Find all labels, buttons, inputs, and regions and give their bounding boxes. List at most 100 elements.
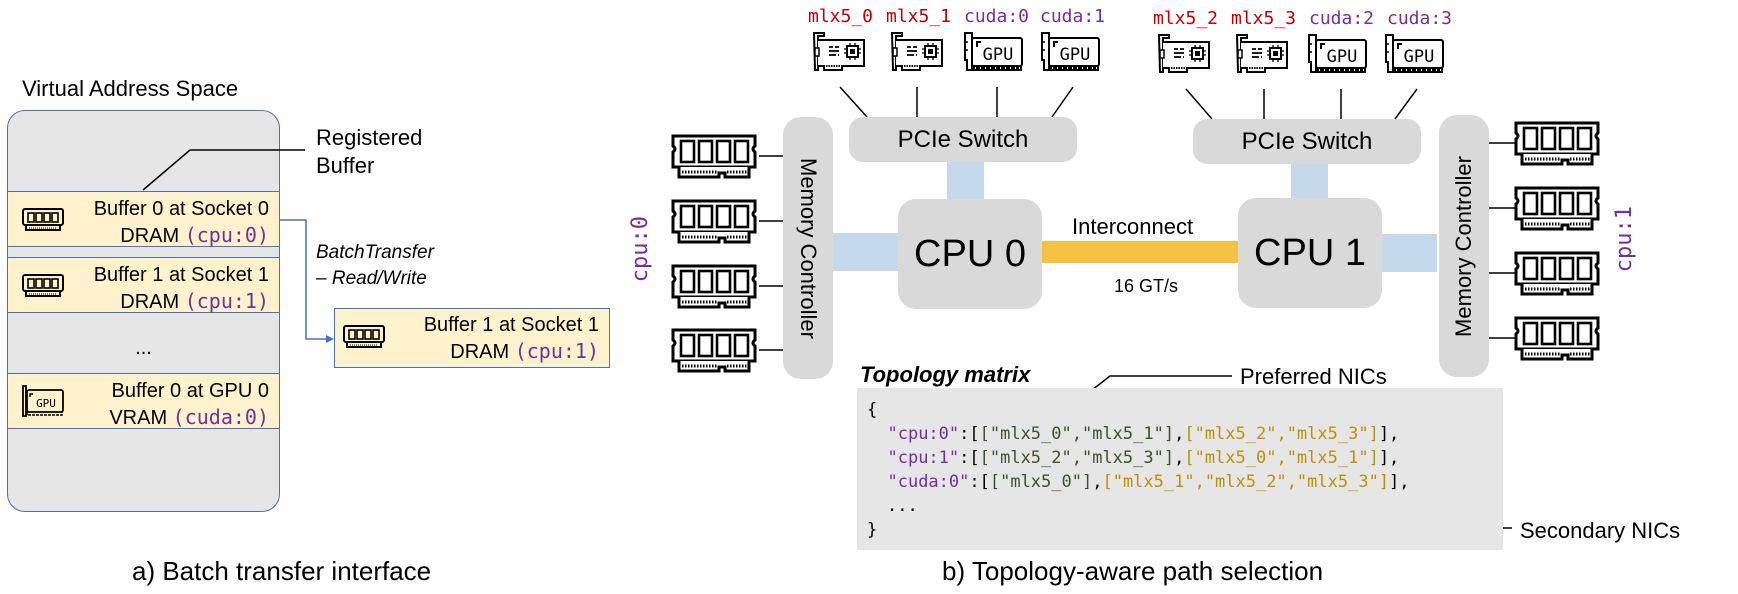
buffer-memory-type: VRAM — [109, 407, 173, 429]
arrow-head — [326, 335, 334, 343]
gpu-card-icon[interactable]: GPU — [1040, 30, 1102, 81]
nic-card-icon[interactable] — [890, 30, 946, 81]
buffer-row[interactable]: Buffer 1 at Socket 1 DRAM (cpu:1) — [8, 257, 279, 313]
code-ellipsis: ... — [887, 496, 918, 516]
topology-key: "cpu:1" — [887, 448, 960, 468]
device-link — [1185, 88, 1213, 120]
ram-stick-icon[interactable] — [667, 198, 761, 253]
interconnect-bar — [1042, 241, 1239, 263]
nic-label: mlx5_1 — [886, 6, 952, 27]
svg-text:GPU: GPU — [983, 45, 1014, 65]
virtual-address-space-title: Virtual Address Space — [22, 76, 239, 101]
preferred-nics-label: Preferred NICs — [1240, 364, 1387, 389]
interconnect-speed: 16 GT/s — [1114, 276, 1179, 296]
mc0-cpu0-link — [833, 233, 899, 271]
ram-icon — [20, 206, 66, 239]
interconnect-label: Interconnect — [1072, 214, 1194, 239]
gpu-label: cuda:2 — [1309, 8, 1375, 29]
device-tag: (cpu:1) — [184, 289, 269, 313]
gpu-label: cuda:1 — [1040, 6, 1106, 27]
device-link — [839, 86, 868, 118]
ram-stick-icon[interactable] — [667, 263, 761, 318]
virtual-address-space: Buffer 0 at Socket 0 DRAM (cpu:0) Buffer… — [7, 110, 280, 512]
nic-label: mlx5_3 — [1231, 8, 1297, 29]
preferred-nics: ["mlx5_0"] — [989, 472, 1093, 492]
secondary-nics-label: Secondary NICs — [1520, 518, 1681, 543]
caption-b: b) Topology-aware path selection — [942, 556, 1324, 586]
gpu-card-icon[interactable]: GPU — [963, 30, 1025, 81]
target-buffer[interactable]: Buffer 1 at Socket 1 DRAM (cpu:1) — [334, 308, 610, 368]
buffer-memory-type: DRAM — [120, 225, 185, 247]
ram-stick-icon[interactable] — [1510, 250, 1604, 305]
memory-controller-0[interactable]: Memory Controller — [783, 117, 833, 379]
batch-transfer-label-line2: – Read/Write — [316, 268, 427, 289]
device-link — [1394, 88, 1418, 120]
topology-key: "cuda:0" — [887, 472, 970, 492]
caption-a: a) Batch transfer interface — [132, 556, 432, 586]
topology-row: "cpu:1":[["mlx5_2","mlx5_3"],["mlx5_0","… — [887, 448, 1400, 468]
memory-controller-1[interactable]: Memory Controller — [1439, 115, 1489, 377]
registered-buffer-label: Registered Buffer — [316, 124, 422, 180]
cpu0-ram-tag: cpu:0 — [628, 216, 653, 283]
preferred-nics: ["mlx5_2","mlx5_3"] — [979, 448, 1175, 468]
nic-label: mlx5_2 — [1153, 8, 1219, 29]
nic-card-icon[interactable] — [1235, 32, 1291, 83]
buffer-row[interactable]: Buffer 0 at Socket 0 DRAM (cpu:0) — [8, 191, 279, 247]
svg-text:GPU: GPU — [1327, 47, 1358, 67]
buffer-memory-type: DRAM — [450, 341, 515, 363]
gpu-label: cuda:3 — [1387, 8, 1453, 29]
ram-stick-icon[interactable] — [667, 133, 761, 188]
ram-stick-icon[interactable] — [1510, 315, 1604, 370]
batch-transfer-label: BatchTransfer – Read/Write — [316, 240, 434, 292]
topology-matrix: { "cpu:0":[["mlx5_0","mlx5_1"],["mlx5_2"… — [857, 388, 1503, 550]
pcie-switch-1[interactable]: PCIe Switch — [1193, 119, 1421, 164]
device-tag: (cpu:1) — [514, 339, 599, 363]
buffer-title: Buffer 0 at GPU 0 — [111, 380, 270, 402]
gpu-card-icon[interactable]: GPU — [1384, 32, 1446, 83]
nic-card-icon[interactable] — [812, 30, 868, 81]
topology-key: "cpu:0" — [887, 424, 960, 444]
buffer-memory-type: DRAM — [120, 291, 185, 313]
gpu-card-icon[interactable]: GPU — [1307, 32, 1369, 83]
buffer-row[interactable]: GPU Buffer 0 at GPU 0 VRAM (cuda:0) — [8, 373, 279, 429]
ram-stick-icon[interactable] — [667, 327, 761, 382]
topology-row: "cpu:0":[["mlx5_0","mlx5_1"],["mlx5_2","… — [887, 424, 1400, 444]
pcie-switch-label: PCIe Switch — [897, 125, 1029, 153]
cpu-1-label: CPU 1 — [1254, 231, 1366, 274]
gpu-label: cuda:0 — [964, 6, 1030, 27]
ram-icon — [20, 272, 66, 305]
topology-matrix-title: Topology matrix — [860, 362, 1031, 387]
device-link — [1051, 86, 1074, 118]
nic-card-icon[interactable] — [1157, 32, 1213, 83]
batch-transfer-label-line1: BatchTransfer — [316, 242, 434, 263]
gpu-icon: GPU — [20, 384, 66, 423]
buffer-title: Buffer 1 at Socket 1 — [93, 264, 269, 286]
device-tag: (cpu:0) — [184, 223, 269, 247]
ram-icon — [341, 323, 387, 356]
cpu1-ram-tag: cpu:1 — [1612, 206, 1637, 273]
device-tag: (cuda:0) — [172, 405, 269, 429]
code-close-brace: } — [867, 520, 878, 540]
registered-label-line2: Buffer — [316, 153, 375, 178]
topology-row: "cuda:0":[["mlx5_0"],["mlx5_1","mlx5_2",… — [887, 472, 1410, 492]
svg-text:GPU: GPU — [36, 397, 56, 410]
buffer-title: Buffer 0 at Socket 0 — [93, 198, 269, 220]
cpu-0-label: CPU 0 — [914, 232, 1026, 275]
ram-stick-icon[interactable] — [1510, 185, 1604, 240]
svg-text:GPU: GPU — [1060, 45, 1091, 65]
memory-controller-label: Memory Controller — [796, 157, 821, 339]
ram-stick-icon[interactable] — [1510, 120, 1604, 175]
preferred-nics: ["mlx5_0","mlx5_1"] — [979, 424, 1175, 444]
code-open-brace: { — [867, 400, 878, 420]
pcie-cpu1-link — [1291, 164, 1328, 200]
memory-controller-label: Memory Controller — [1451, 155, 1476, 337]
secondary-nics: ["mlx5_1","mlx5_2","mlx5_3"] — [1102, 472, 1390, 492]
pcie-cpu0-link — [947, 162, 984, 200]
registered-label-line1: Registered — [316, 125, 423, 150]
cpu-0[interactable]: CPU 0 — [898, 199, 1042, 309]
secondary-nics: ["mlx5_0","mlx5_1"] — [1184, 448, 1379, 468]
cpu-1[interactable]: CPU 1 — [1238, 198, 1382, 308]
pcie-switch-label: PCIe Switch — [1241, 127, 1373, 155]
secondary-nics: ["mlx5_2","mlx5_3"] — [1184, 424, 1379, 444]
pcie-switch-0[interactable]: PCIe Switch — [849, 117, 1077, 162]
